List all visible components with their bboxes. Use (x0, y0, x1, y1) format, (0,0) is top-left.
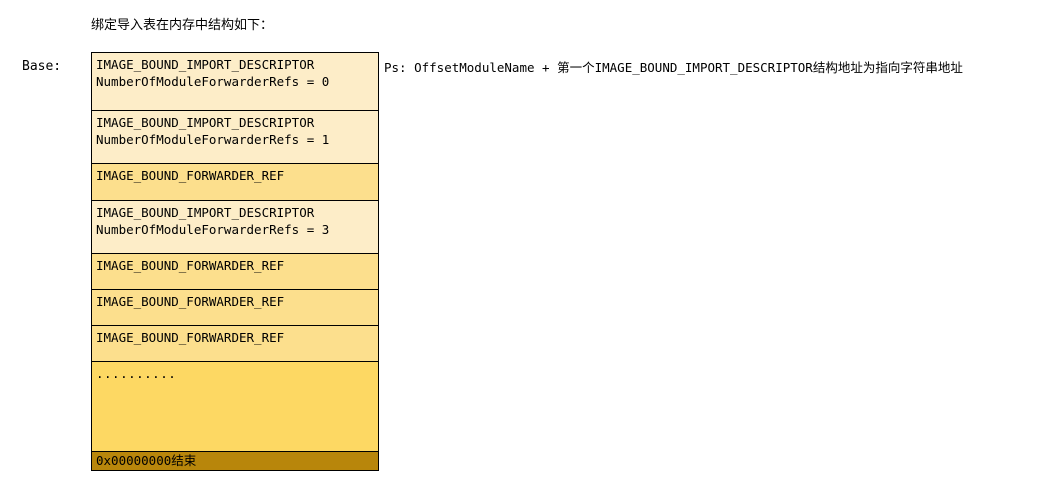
table-row: IMAGE_BOUND_FORWARDER_REF (92, 254, 378, 290)
table-row: IMAGE_BOUND_IMPORT_DESCRIPTOR NumberOfMo… (92, 53, 378, 111)
table-row: IMAGE_BOUND_IMPORT_DESCRIPTOR NumberOfMo… (92, 111, 378, 164)
row-title: IMAGE_BOUND_FORWARDER_REF (96, 330, 285, 345)
terminator-text: 0x00000000结束 (96, 453, 197, 468)
row-subtitle: NumberOfModuleForwarderRefs = 3 (96, 222, 330, 237)
row-title: IMAGE_BOUND_IMPORT_DESCRIPTOR (96, 57, 315, 72)
bound-import-memory-layout-table: IMAGE_BOUND_IMPORT_DESCRIPTOR NumberOfMo… (91, 52, 379, 471)
row-title: IMAGE_BOUND_IMPORT_DESCRIPTOR (96, 115, 315, 130)
table-row: IMAGE_BOUND_IMPORT_DESCRIPTOR NumberOfMo… (92, 201, 378, 254)
row-title: IMAGE_BOUND_IMPORT_DESCRIPTOR (96, 205, 315, 220)
row-title: IMAGE_BOUND_FORWARDER_REF (96, 168, 285, 183)
table-row: IMAGE_BOUND_FORWARDER_REF (92, 164, 378, 201)
table-row-continuation: .......... (92, 362, 378, 452)
table-row: IMAGE_BOUND_FORWARDER_REF (92, 290, 378, 326)
row-subtitle: NumberOfModuleForwarderRefs = 1 (96, 132, 330, 147)
ellipsis-text: .......... (96, 366, 177, 381)
table-row: IMAGE_BOUND_FORWARDER_REF (92, 326, 378, 362)
table-row-terminator: 0x00000000结束 (92, 452, 378, 470)
row-subtitle: NumberOfModuleForwarderRefs = 0 (96, 74, 330, 89)
page-title: 绑定导入表在内存中结构如下： (91, 18, 274, 33)
row-title: IMAGE_BOUND_FORWARDER_REF (96, 258, 285, 273)
base-address-label: Base: (22, 59, 62, 74)
row-title: IMAGE_BOUND_FORWARDER_REF (96, 294, 285, 309)
annotation-note: Ps: OffsetModuleName + 第一个IMAGE_BOUND_IM… (384, 60, 963, 75)
